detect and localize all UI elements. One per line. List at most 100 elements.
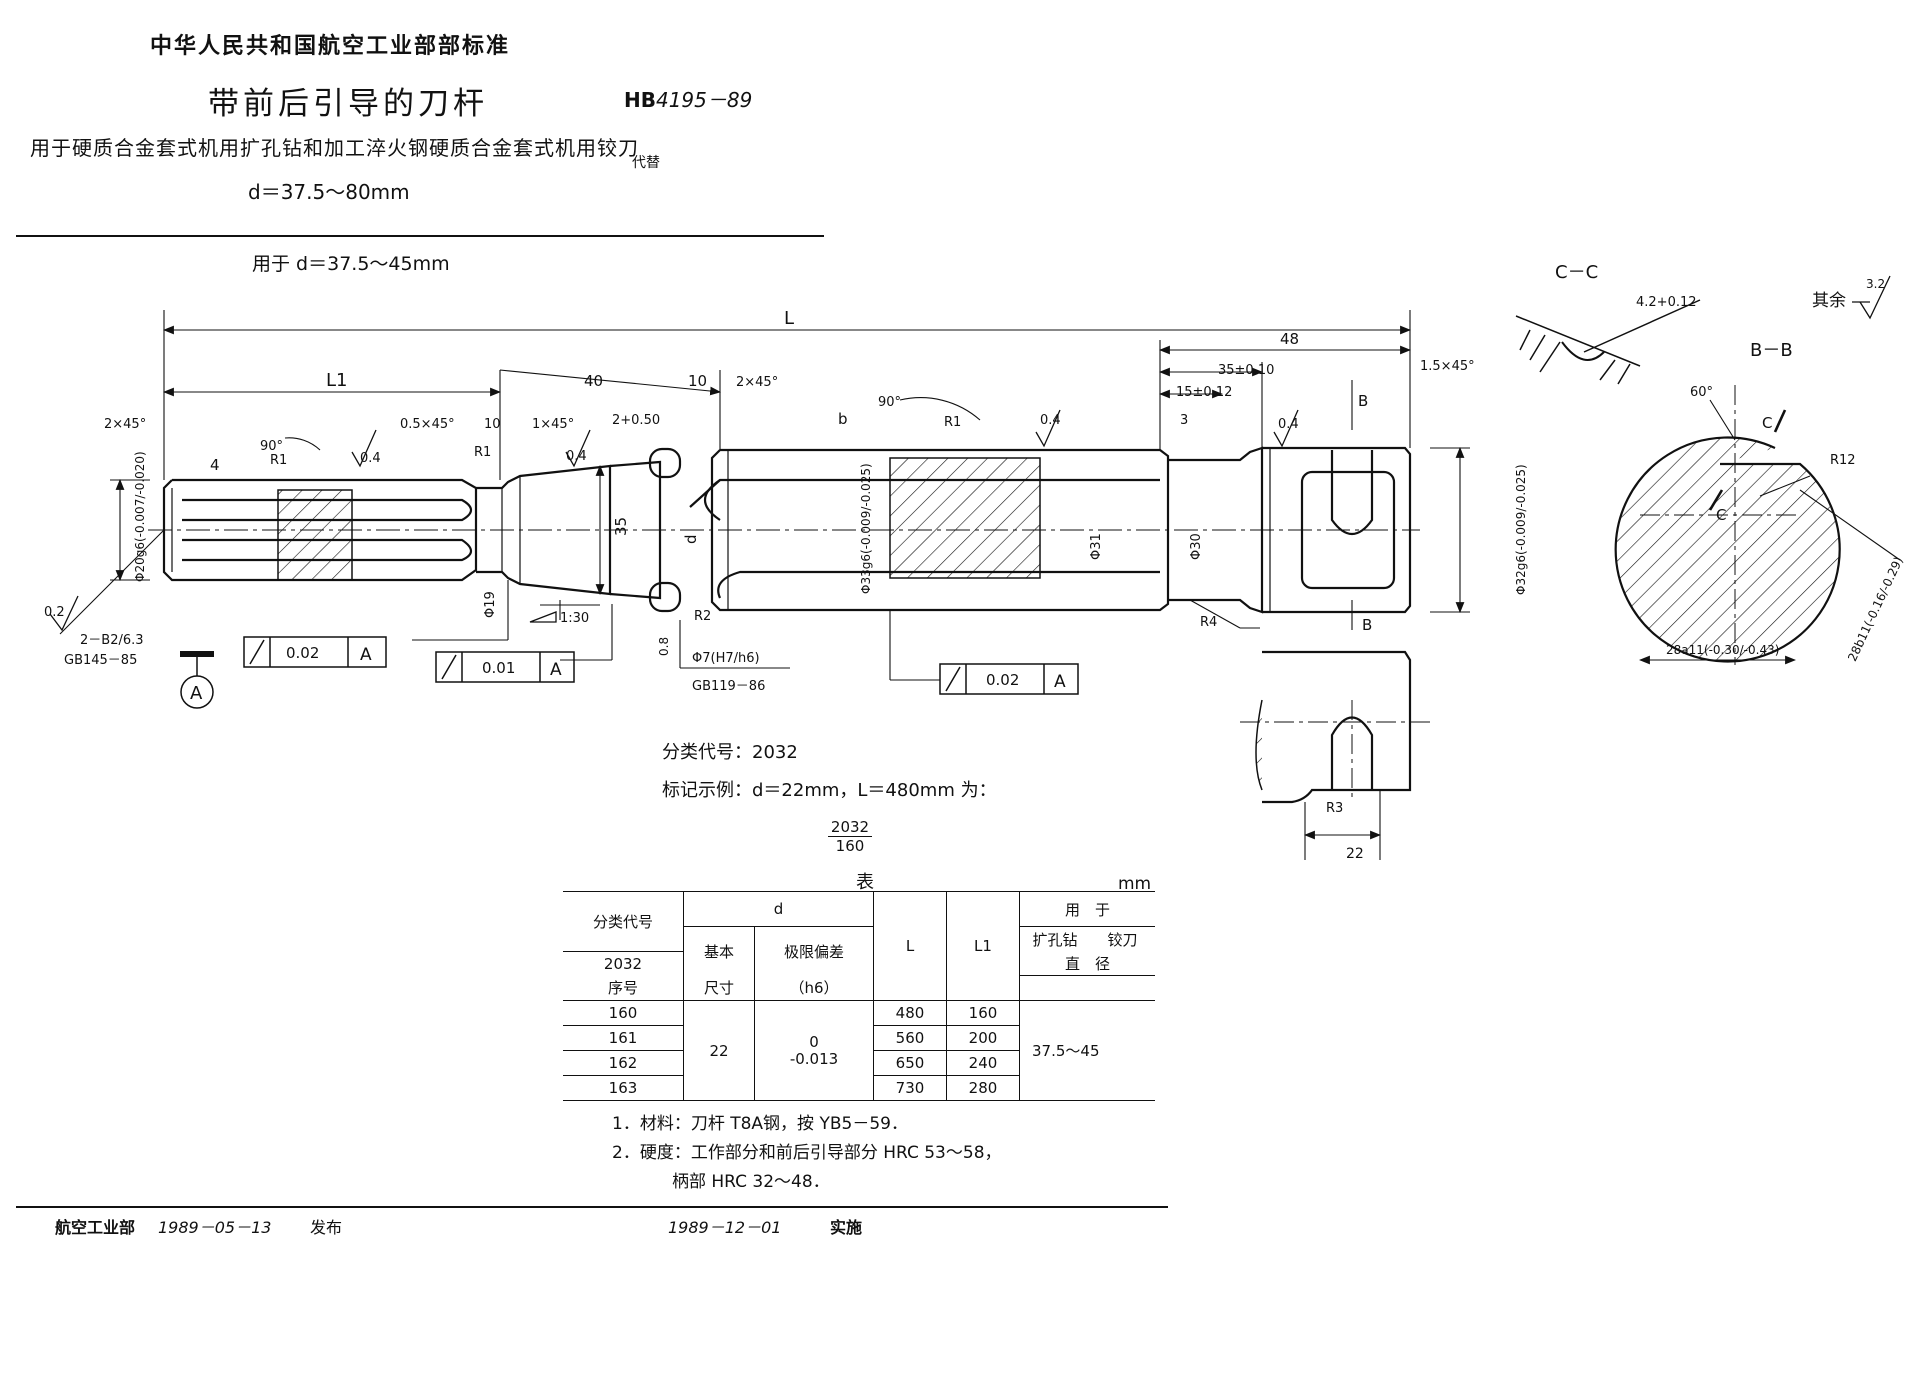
dim-phi31: Φ31 [1089, 533, 1104, 560]
th-d: d [683, 891, 874, 927]
dim-phi20: Φ20g6(-0.007/-0.020) [133, 451, 147, 582]
dim-chamfer-0.5x45: 0.5×45° [400, 417, 455, 432]
section-b-mark-top: B [1358, 392, 1368, 410]
detail-view [1240, 650, 1430, 860]
th-drill: 扩孔钻 [1019, 926, 1090, 951]
tolerance-3-value: 0.02 [986, 671, 1019, 689]
footer-effective-date: 1989－12－01 [668, 1218, 782, 1237]
dim-chamfer-1.5x45: 1.5×45° [1420, 359, 1475, 374]
surface-roughness-marks [49, 275, 1891, 632]
dim-slot-tolerance: 2+0.50 [612, 413, 660, 428]
dim-48: 48 [1280, 330, 1299, 348]
th-class: 分类代号 [563, 891, 684, 952]
th-size: 尺寸 [683, 975, 755, 1001]
dim-R1-right: R1 [944, 415, 961, 430]
dim-R2: R2 [694, 609, 711, 624]
cell-L1-2: 240 [946, 1050, 1020, 1076]
note-hardness-shank: 柄部 HRC 32～48． [672, 1172, 830, 1192]
th-class-code: 2032 [563, 951, 684, 976]
th-seq: 序号 [563, 975, 684, 1001]
dim-angle-60: 60° [1690, 385, 1713, 400]
ra-0.4-d: 0.4 [1278, 417, 1299, 432]
table-row-seq-2: 162 [563, 1050, 684, 1076]
table-unit: mm [1118, 874, 1152, 894]
standard-code-prefix: HB [624, 88, 656, 112]
cell-L1-3: 280 [946, 1075, 1020, 1101]
geometric-tolerance-3: 0.02 A [939, 663, 1079, 695]
footer-issue-label: 发布 [310, 1218, 343, 1237]
technical-notes: 1．材料：刀杆 T8A钢，按 YB5－59． 2．硬度：工作部分和前后引导部分 … [612, 1110, 1002, 1197]
document-title: 带前后引导的刀杆 [208, 86, 488, 122]
dim-L: L [784, 308, 794, 329]
th-L1: L1 [946, 891, 1020, 1001]
cell-L-1: 560 [873, 1025, 947, 1051]
section-c-c-dim: 4.2+0.12 [1636, 295, 1697, 310]
th-deviation: 极限偏差 [754, 926, 874, 976]
section-c-c [1515, 299, 1701, 385]
cell-basic-size: 22 [683, 1000, 755, 1101]
dim-b: b [838, 410, 848, 428]
table-row-seq-1: 161 [563, 1025, 684, 1051]
cell-L1-0: 160 [946, 1000, 1020, 1026]
dimension-lines [59, 310, 1470, 681]
dim-4: 4 [210, 456, 220, 474]
dim-phi7: Φ7(H7/h6) [692, 651, 760, 666]
footer-effective-label: 实施 [830, 1218, 863, 1237]
dim-35: 35 [612, 517, 630, 536]
th-use: 用 于 [1019, 891, 1155, 927]
classification-code: 分类代号：2032 [662, 742, 798, 763]
dim-chamfer-2x45-left: 2×45° [104, 417, 146, 432]
cell-L1-1: 200 [946, 1025, 1020, 1051]
section-c-mark-2: C [1716, 506, 1726, 524]
footer-rule [16, 1206, 1168, 1208]
dim-35-tol: 35±0.10 [1218, 363, 1274, 378]
marking-fraction: 2032 160 [828, 818, 872, 855]
dim-22: 22 [1346, 846, 1364, 862]
datum-a-label: A [190, 683, 203, 704]
th-basic: 基本 [683, 926, 755, 976]
cell-L-2: 650 [873, 1050, 947, 1076]
th-reamer: 铰刀 [1090, 926, 1155, 951]
dim-angle-90-right: 90° [878, 395, 901, 410]
tolerance-1-datum: A [360, 645, 372, 665]
document-subtitle: 用于硬质合金套式机用扩孔钻和加工淬火钢硬质合金套式机用铰刀 [30, 136, 639, 160]
cell-L-0: 480 [873, 1000, 947, 1026]
dim-L1: L1 [326, 370, 347, 391]
table-row-seq-0: 160 [563, 1000, 684, 1026]
dim-10b: 10 [484, 417, 501, 432]
section-c-c-label: C－C [1555, 262, 1598, 283]
marking-example: 标记示例：d＝22mm，L＝480mm 为： [662, 780, 997, 801]
dim-3: 3 [1180, 413, 1188, 428]
header-rule [16, 235, 824, 237]
th-diameter: 直 径 [1019, 951, 1155, 976]
view-caption: 用于 d＝37.5～45mm [252, 253, 450, 275]
th-L: L [873, 891, 947, 1001]
dim-chamfer-2x45-right: 2×45° [736, 375, 778, 390]
roughness-rest-label: 其余 [1812, 291, 1846, 311]
note-material: 1．材料：刀杆 T8A钢，按 YB5－59． [612, 1114, 908, 1134]
table-caption: 表 [856, 872, 874, 893]
section-b-b-label: B－B [1750, 340, 1793, 361]
roughness-rest-value: 3.2 [1866, 277, 1885, 291]
dim-28b11: 28b11(-0.16/-0.29) [1845, 555, 1906, 664]
footer-issuer: 航空工业部 [55, 1218, 136, 1237]
diameter-range: d＝37.5～80mm [248, 180, 410, 204]
tolerance-2-datum: A [550, 660, 562, 680]
cell-L-3: 730 [873, 1075, 947, 1101]
spec-table: 分类代号 d L L1 用 于 基本 极限偏差 扩孔钻 铰刀 2032 直 径 … [563, 891, 1155, 1101]
section-b-mark-bottom: B [1362, 616, 1372, 634]
th-deviation-sub: （h6） [754, 975, 874, 1001]
pin-standard: GB119－86 [692, 679, 765, 694]
dim-d: d [682, 534, 700, 544]
section-b-b [1614, 385, 1901, 665]
table-row-seq-3: 163 [563, 1075, 684, 1101]
marking-fraction-bottom: 160 [835, 837, 865, 855]
standard-code: HB4195－89 [624, 84, 752, 113]
geometric-tolerance-1: 0.02 A [243, 636, 387, 668]
dim-phi32: Φ32g6(-0.009/-0.025) [1514, 464, 1528, 595]
cell-use-diameter: 37.5～45 [1019, 1000, 1155, 1101]
standard-organization: 中华人民共和国航空工业部部标准 [150, 34, 511, 59]
ra-0.4-b: 0.4 [566, 449, 587, 464]
standard-code-number: 4195－89 [655, 88, 753, 112]
